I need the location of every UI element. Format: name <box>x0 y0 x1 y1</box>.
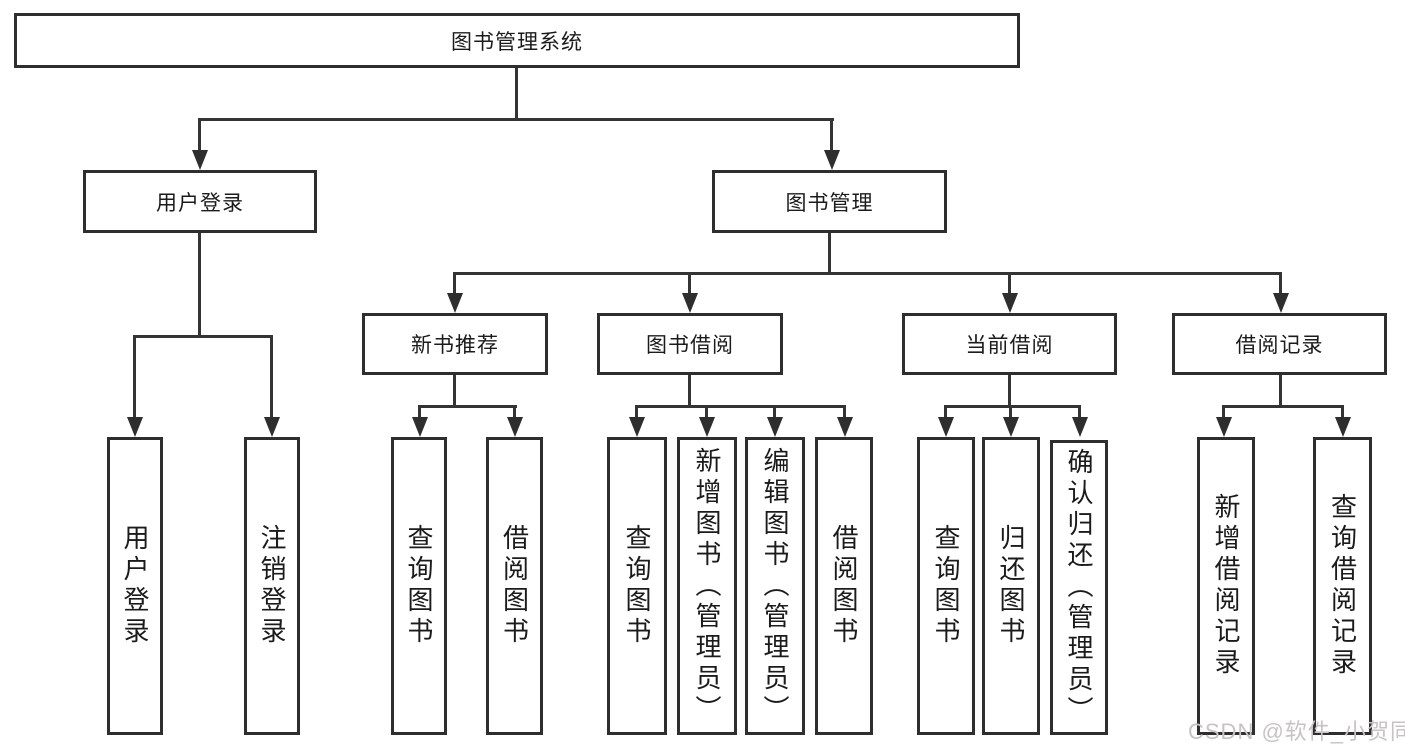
node-new-book-recommend: 新书推荐 <box>362 313 548 375</box>
arrowhead-down-icon <box>699 417 715 437</box>
csdn-watermark: CSDN @软件_小贺同学 <box>1188 719 1405 744</box>
connector-line <box>944 405 1081 408</box>
leaf-add-book-admin: 新增图书（管理员） <box>677 437 737 735</box>
node-label: 当前借阅 <box>965 334 1054 357</box>
connector-line <box>515 68 518 120</box>
arrowhead-down-icon <box>938 417 954 437</box>
node-label: 借阅记录 <box>1235 334 1324 357</box>
connector-line <box>688 272 691 295</box>
node-user-login: 用户登录 <box>83 170 317 233</box>
leaf-add-borrow-record: 新增借阅记录 <box>1197 437 1255 735</box>
node-label: 借阅图书 <box>829 524 859 648</box>
node-label: 查询借阅记录 <box>1327 493 1358 679</box>
arrowhead-down-icon <box>507 417 523 437</box>
arrowhead-down-icon <box>682 293 698 313</box>
connector-line <box>1341 405 1344 419</box>
leaf-edit-book-admin: 编辑图书（管理员） <box>745 437 805 735</box>
connector-line <box>453 272 456 295</box>
connector-line <box>418 405 421 419</box>
node-borrow-records: 借阅记录 <box>1172 313 1387 375</box>
arrowhead-down-icon <box>629 417 645 437</box>
leaf-query-books: 查询图书 <box>917 437 975 735</box>
leaf-query-books: 查询图书 <box>607 437 667 735</box>
connector-line <box>688 375 691 407</box>
connector-line <box>635 405 846 408</box>
connector-line <box>513 405 516 419</box>
connector-line <box>828 233 831 274</box>
node-label: 确认归还（管理员） <box>1064 448 1094 727</box>
connector-line <box>1279 375 1282 407</box>
arrowhead-down-icon <box>264 417 280 437</box>
node-root-system: 图书管理系统 <box>14 13 1020 68</box>
leaf-return-books: 归还图书 <box>982 437 1040 735</box>
arrowhead-down-icon <box>127 417 143 437</box>
connector-line <box>1008 272 1011 295</box>
connector-line <box>1078 405 1081 419</box>
arrowhead-down-icon <box>837 417 853 437</box>
node-label: 图书管理系统 <box>451 30 583 54</box>
arrowhead-down-icon <box>1216 417 1232 437</box>
node-current-borrow: 当前借阅 <box>902 313 1117 375</box>
connector-line <box>1279 272 1282 295</box>
node-label: 借阅图书 <box>499 524 530 648</box>
connector-line <box>705 405 708 419</box>
arrowhead-down-icon <box>447 293 463 313</box>
connector-line <box>773 405 776 419</box>
connector-line <box>133 335 136 419</box>
connector-line <box>830 118 833 152</box>
arrowhead-down-icon <box>1003 417 1019 437</box>
connector-line <box>1222 405 1225 419</box>
leaf-confirm-return-admin: 确认归还（管理员） <box>1050 440 1108 735</box>
connector-line <box>944 405 947 419</box>
connector-line <box>1009 405 1012 419</box>
node-label: 查询图书 <box>931 524 961 648</box>
leaf-query-books: 查询图书 <box>391 437 447 735</box>
arrowhead-down-icon <box>1002 293 1018 313</box>
connector-line <box>198 118 834 121</box>
node-label: 用户登录 <box>156 191 244 215</box>
node-label: 新增借阅记录 <box>1211 493 1241 679</box>
node-label: 用户登录 <box>120 524 150 648</box>
arrowhead-down-icon <box>1273 293 1289 313</box>
connector-line <box>635 405 638 419</box>
arrowhead-down-icon <box>1335 417 1351 437</box>
arrowhead-down-icon <box>192 150 208 170</box>
leaf-user-login: 用户登录 <box>107 437 163 735</box>
arrowhead-down-icon <box>412 417 428 437</box>
arrowhead-down-icon <box>1072 417 1088 437</box>
connector-line <box>453 272 1282 275</box>
node-label: 编辑图书（管理员） <box>760 446 790 726</box>
connector-line <box>270 335 273 419</box>
node-label: 图书管理 <box>785 191 874 215</box>
node-label: 图书借阅 <box>646 334 734 357</box>
node-label: 查询图书 <box>622 524 652 648</box>
connector-line <box>198 233 201 337</box>
leaf-query-borrow-record: 查询借阅记录 <box>1313 437 1372 735</box>
arrowhead-down-icon <box>767 417 783 437</box>
arrowhead-down-icon <box>824 150 840 170</box>
node-label: 新书推荐 <box>411 334 499 357</box>
connector-line <box>1008 375 1011 407</box>
connector-line <box>133 335 273 338</box>
node-label: 查询图书 <box>404 524 434 648</box>
leaf-logout: 注销登录 <box>244 437 300 735</box>
connector-line <box>198 118 201 152</box>
connector-line <box>418 405 517 408</box>
leaf-borrow-books: 借阅图书 <box>815 437 873 735</box>
node-label: 注销登录 <box>257 524 287 648</box>
leaf-borrow-books: 借阅图书 <box>486 437 543 735</box>
node-label: 新增图书（管理员） <box>692 446 722 726</box>
node-book-management: 图书管理 <box>712 170 947 233</box>
node-label: 归还图书 <box>996 524 1026 648</box>
connector-line <box>843 405 846 419</box>
node-book-borrow: 图书借阅 <box>597 313 783 375</box>
connector-line <box>1222 405 1344 408</box>
connector-line <box>453 375 456 407</box>
